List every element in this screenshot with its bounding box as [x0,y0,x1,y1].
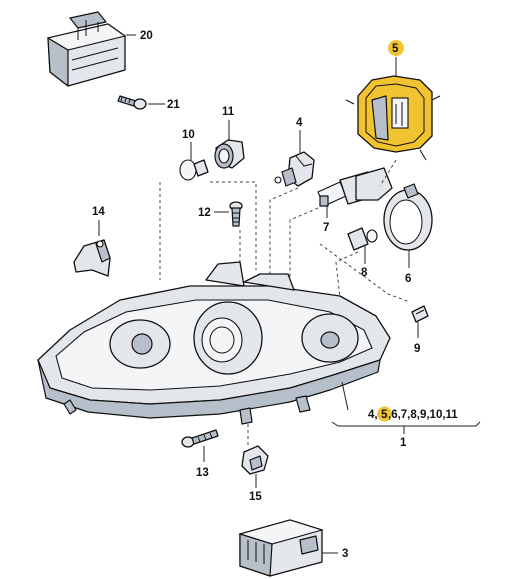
callout-1: 1 [400,437,407,449]
part-7-bulb-cap[interactable] [355,167,393,201]
callout-8: 8 [361,267,368,279]
callout-4: 4 [296,117,303,129]
callout-11: 11 [222,106,235,118]
part-13-screw[interactable] [181,429,219,448]
part-9-clip[interactable] [411,305,429,323]
part-20-control-module[interactable] [46,11,127,87]
part-5-housing-cover-highlighted[interactable] [345,75,441,161]
callout-9: 9 [414,343,420,355]
callout-10: 10 [182,129,195,141]
part-4-bulb-holder[interactable] [274,151,315,187]
part-12-screw[interactable] [229,201,243,227]
assembly-list-highlighted: 5 [381,409,388,421]
callout-12: 12 [198,207,211,219]
assembly-guide-lines [159,159,411,446]
callout-20: 20 [140,30,153,42]
assembly-list-prefix: 4, [368,409,378,421]
part-15-clip-nut[interactable] [241,445,269,475]
callout-13: 13 [196,467,209,479]
headlight-housing[interactable] [37,261,391,425]
callout-5-highlight [388,40,404,56]
part-6-retaining-ring[interactable] [383,183,433,251]
assembly-list-highlight [377,406,392,422]
part-14-bracket[interactable] [73,239,111,277]
assembly-list-suffix: ,6,7,8,9,10,11 [388,409,458,421]
callout-15: 15 [249,491,262,503]
callout-6: 6 [405,273,411,285]
assembly-list-bracket [331,381,481,434]
part-10-small-bulb[interactable] [179,159,209,181]
callout-21: 21 [167,99,180,111]
callout-14: 14 [92,206,105,218]
part-3-control-unit[interactable] [238,519,324,577]
callout-7: 7 [323,222,329,234]
part-21-screw[interactable] [117,95,147,110]
part-8-side-bulb[interactable] [347,227,378,251]
callout-5: 5 [392,43,399,55]
callout-3: 3 [342,548,348,560]
part-11-bulb-socket[interactable] [214,139,245,169]
